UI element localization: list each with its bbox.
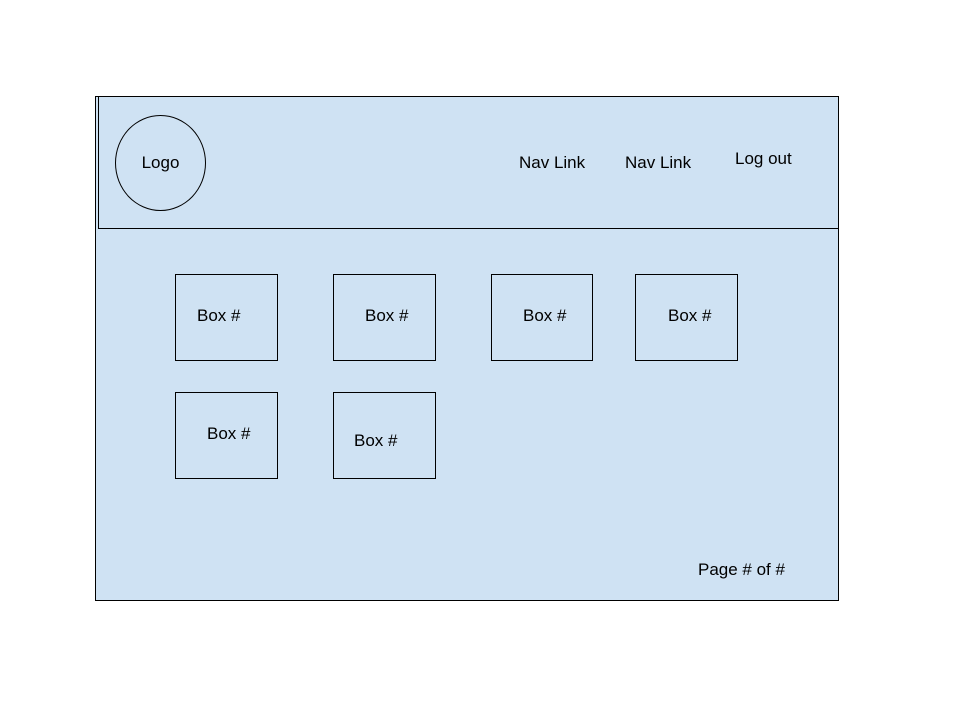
box-label: Box #	[668, 306, 712, 325]
nav-link-1[interactable]: Nav Link	[519, 153, 586, 172]
logout-link[interactable]: Log out	[735, 149, 792, 168]
content-box-1[interactable]: Box #	[175, 274, 278, 361]
content-box-2[interactable]: Box #	[333, 274, 436, 361]
logo[interactable]: Logo	[115, 115, 206, 211]
content-box-4[interactable]: Box #	[635, 274, 738, 361]
box-label: Box #	[523, 306, 567, 325]
header-bar	[98, 97, 839, 229]
box-label: Box #	[354, 431, 398, 450]
logo-label: Logo	[141, 153, 180, 172]
content-box-5[interactable]: Box #	[175, 392, 278, 479]
nav-link-2[interactable]: Nav Link	[625, 153, 692, 172]
box-label: Box #	[197, 306, 241, 325]
content-box-3[interactable]: Box #	[491, 274, 593, 361]
box-label: Box #	[365, 306, 409, 325]
page-frame	[95, 96, 839, 601]
content-box-6[interactable]: Box #	[333, 392, 436, 479]
pagination-text: Page # of #	[698, 560, 785, 579]
box-label: Box #	[207, 424, 251, 443]
